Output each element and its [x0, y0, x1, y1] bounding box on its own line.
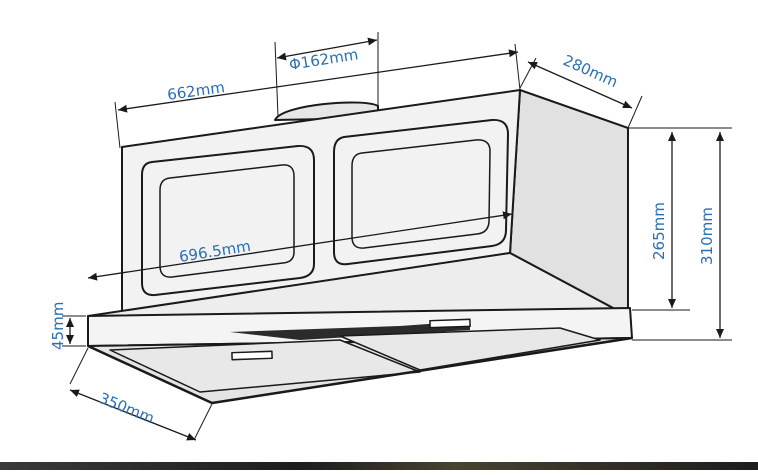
- canopy-slot: [230, 321, 470, 340]
- dimension-arrows: [66, 37, 724, 441]
- dim-line-depth-top: [527, 61, 633, 109]
- dim-line-width-bottom: [87, 211, 513, 281]
- label-height-body: 265mm: [650, 202, 668, 260]
- label-height-total: 310mm: [698, 207, 716, 265]
- label-depth-bottom: 350mm: [97, 389, 157, 427]
- range-hood-drawing: [87, 89, 633, 405]
- label-width-top: 662mm: [166, 78, 226, 104]
- dim-line-duct: [276, 37, 378, 61]
- canopy-bottom-edge: [87, 336, 633, 405]
- filter-handle-left: [231, 350, 273, 361]
- label-duct-diameter: Φ162mm: [288, 45, 360, 74]
- bottom-strip: [0, 462, 758, 470]
- dim-line-width-top: [117, 49, 519, 113]
- grease-filter-right: [339, 327, 601, 371]
- label-depth-top: 280mm: [560, 51, 620, 91]
- filter-handle-right: [429, 318, 471, 329]
- dim-line-depth-bottom: [69, 389, 197, 441]
- label-height-bottom: 45mm: [49, 302, 67, 350]
